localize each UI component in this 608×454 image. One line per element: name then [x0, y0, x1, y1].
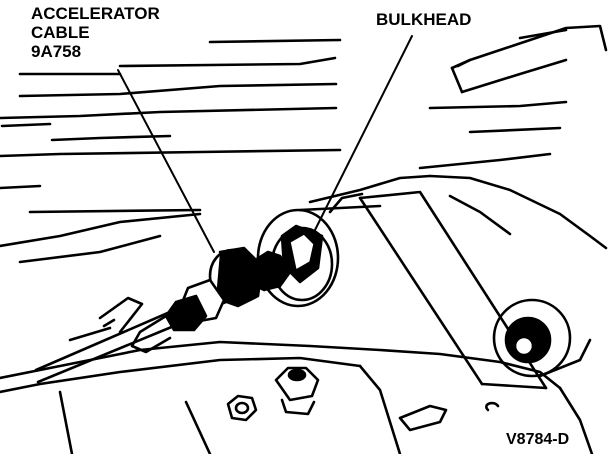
hex-nut: [274, 366, 320, 416]
upper-bracket: [450, 24, 608, 94]
firewall-outline: [0, 174, 608, 264]
accelerator-label-line-2: CABLE: [31, 23, 90, 42]
lower-body-panel: [0, 340, 594, 454]
support-strut: [358, 190, 548, 390]
bulkhead-label: BULKHEAD: [376, 10, 472, 29]
leader-lines: [117, 35, 413, 253]
bolt-left: [226, 394, 258, 422]
strut-bushing: [492, 298, 592, 378]
accelerator-cable-label: ACCELERATOR CABLE 9A758: [31, 4, 160, 61]
accelerator-cable-assembly: [34, 246, 292, 384]
figure-code-label: V8784-D: [506, 431, 570, 448]
bulkhead-leader-line: [313, 35, 413, 233]
accelerator-label-line-3: 9A758: [31, 42, 82, 61]
accelerator-leader-line: [117, 69, 215, 253]
panel-slots: [398, 401, 500, 432]
accelerator-label-line-1: ACCELERATOR: [31, 4, 160, 23]
hood-contour-lines: [0, 28, 568, 214]
bulkhead-grommet: [256, 208, 340, 308]
